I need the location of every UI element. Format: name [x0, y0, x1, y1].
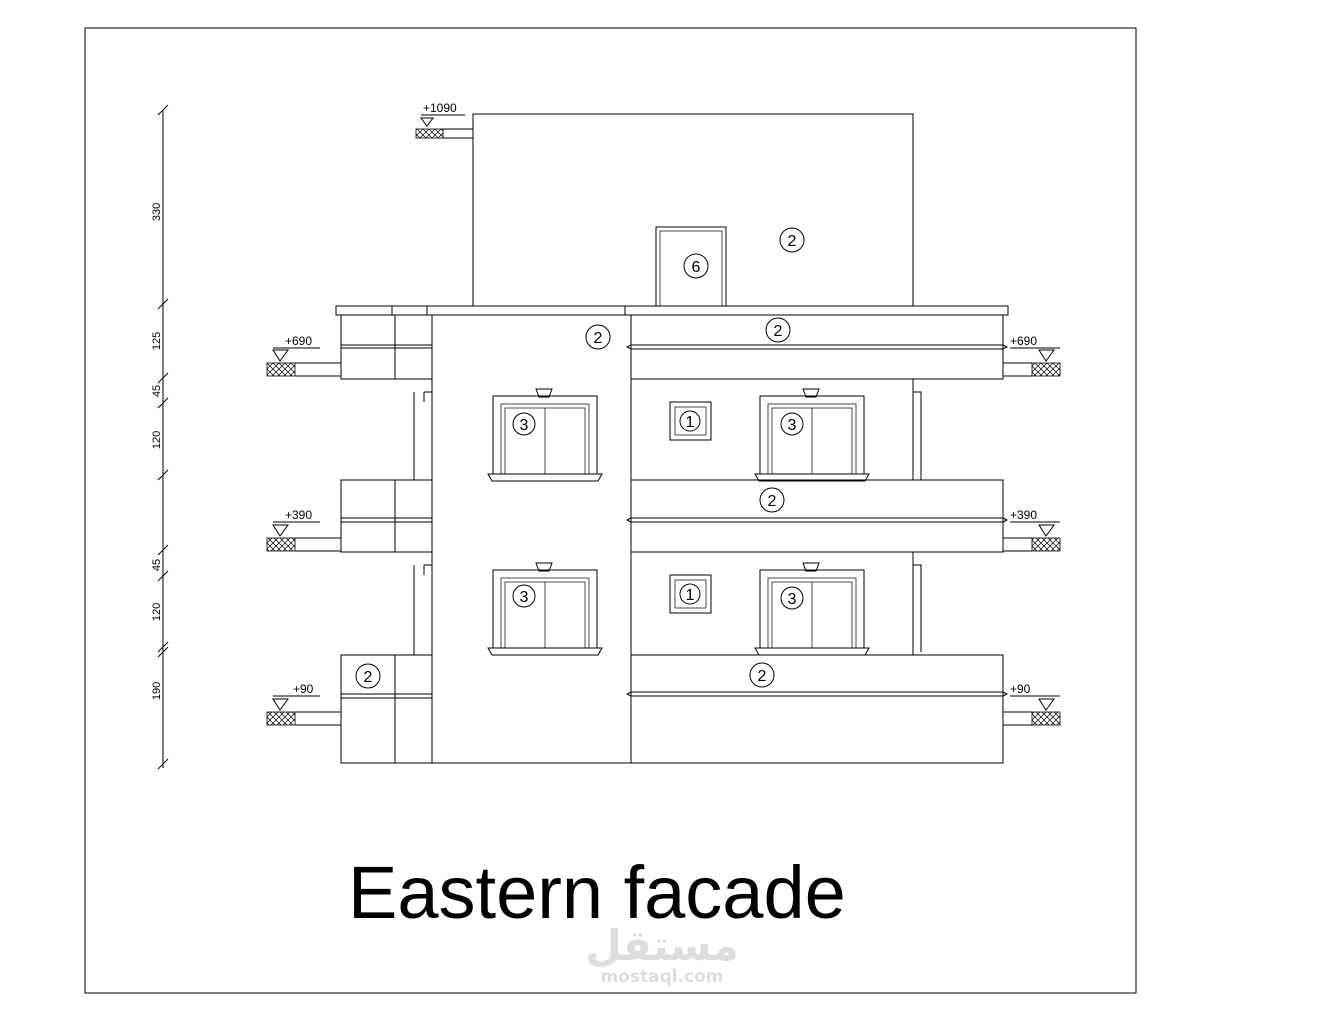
left-balcony-stack — [340, 314, 433, 764]
level-marker-1090 — [415, 114, 473, 139]
watermark-url: mostaql.com — [600, 967, 724, 987]
level-label-390-left: +390 — [285, 508, 312, 522]
dimension-chain — [157, 104, 169, 770]
window-upper-left — [487, 388, 603, 482]
material-tag: 3 — [512, 412, 536, 436]
svg-text:6: 6 — [692, 259, 701, 276]
level-marker-90-right — [1003, 695, 1061, 726]
svg-text:3: 3 — [788, 591, 797, 608]
material-tag: 2 — [759, 487, 785, 513]
svg-text:3: 3 — [788, 417, 797, 434]
level-label-1090: +1090 — [423, 101, 457, 115]
material-tag: 1 — [679, 410, 701, 432]
dim-120: 120 — [151, 431, 163, 449]
dim-190: 190 — [151, 682, 163, 700]
level-label-90-right: +90 — [1010, 682, 1031, 696]
svg-text:1: 1 — [686, 587, 695, 604]
svg-text:3: 3 — [520, 417, 529, 434]
svg-text:2: 2 — [758, 668, 767, 685]
rooftop-room — [472, 113, 914, 307]
material-tag: 2 — [765, 317, 791, 343]
central-wall — [431, 314, 632, 764]
dim-330: 330 — [151, 203, 163, 221]
dim-120: 120 — [151, 603, 163, 621]
material-tag: 2 — [355, 663, 381, 689]
svg-text:2: 2 — [364, 669, 373, 686]
svg-text:1: 1 — [686, 414, 695, 431]
svg-text:2: 2 — [768, 493, 777, 510]
level-marker-390-right — [1003, 521, 1061, 552]
svg-text:2: 2 — [594, 330, 603, 347]
sheet-border — [84, 27, 1137, 994]
dim-125: 125 — [151, 332, 163, 350]
watermark: مستقل mostaql.com — [582, 925, 742, 986]
watermark-brand: مستقل — [585, 921, 739, 970]
window-lower-right — [754, 562, 870, 656]
level-marker-690-left — [266, 347, 341, 377]
material-tag: 2 — [585, 324, 611, 350]
level-marker-690-right — [1003, 347, 1061, 377]
drawing-title: Eastern facade — [348, 851, 846, 934]
material-tag: 1 — [679, 583, 701, 605]
right-balcony-stack — [625, 314, 1009, 764]
level-label-390-right: +390 — [1010, 508, 1037, 522]
dim-45: 45 — [151, 385, 163, 397]
material-tag: 2 — [779, 227, 805, 253]
window-upper-right — [754, 388, 870, 482]
svg-text:2: 2 — [788, 233, 797, 250]
level-marker-390-left — [266, 521, 341, 552]
material-tag: 6 — [683, 253, 709, 279]
level-label-90-left: +90 — [293, 682, 314, 696]
level-marker-90-left — [266, 695, 341, 726]
level-label-690-left: +690 — [285, 334, 312, 348]
level-label-690-right: +690 — [1010, 334, 1037, 348]
window-lower-left — [487, 562, 603, 656]
small-window-lower — [669, 574, 712, 614]
small-window-upper — [669, 401, 712, 441]
svg-text:3: 3 — [520, 589, 529, 606]
material-tag: 2 — [749, 662, 775, 688]
material-tag: 3 — [780, 412, 804, 436]
material-tag: 3 — [780, 586, 804, 610]
dim-45: 45 — [151, 559, 163, 571]
svg-text:2: 2 — [774, 323, 783, 340]
material-tag: 3 — [512, 584, 536, 608]
roof-slab — [335, 305, 1009, 316]
